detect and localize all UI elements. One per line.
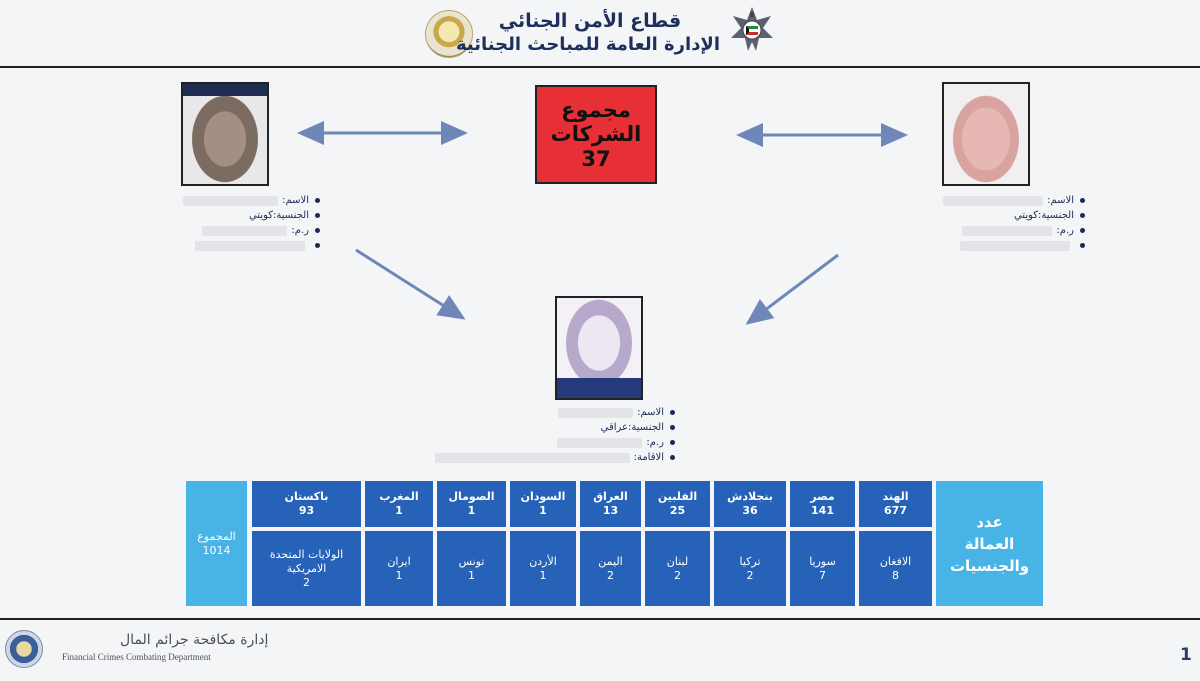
arrow-left-to-center	[355, 248, 466, 320]
center-nationality-value: عراقي	[600, 422, 629, 433]
header-title-sector: قطاع الأمن الجنائي	[498, 10, 682, 32]
person-right-info: الاسم: الجنسية:كويتي ر.م:	[915, 193, 1085, 253]
footer-department-ar: إدارة مكافحة جرائم المال	[120, 632, 269, 648]
department-logo	[5, 630, 43, 668]
page-number: 1	[1180, 645, 1192, 665]
footer-divider	[0, 618, 1200, 620]
footer-department-en: Financial Crimes Combating Department	[62, 652, 211, 662]
center-residence-label: الاقامة:	[633, 452, 664, 463]
left-id-label: ر.م:	[291, 225, 309, 236]
total-box-line2: الشركات	[550, 122, 642, 147]
total-box-line1: مجموع	[561, 98, 631, 123]
center-name-label: الاسم:	[637, 407, 664, 418]
person-left-info: الاسم: الجنسية:كويتي ر.م:	[150, 193, 320, 253]
center-nationality-label: الجنسية:	[628, 422, 664, 433]
person-center-photo	[555, 296, 643, 400]
total-box-count: 37	[581, 146, 611, 171]
right-name-label: الاسم:	[1047, 195, 1074, 206]
arrow-right-to-center	[745, 253, 839, 325]
person-right-photo	[942, 82, 1030, 186]
ministry-emblem-logo	[425, 10, 473, 58]
center-id-label: ر.م:	[646, 437, 664, 448]
header-divider	[0, 66, 1200, 68]
right-nationality-label: الجنسية:	[1038, 210, 1074, 221]
police-star-emblem	[731, 7, 773, 51]
left-name-label: الاسم:	[282, 195, 309, 206]
left-nationality-value: كويتي	[248, 210, 274, 221]
person-center-info: الاسم: الجنسية:عراقي ر.م: الاقامة:	[410, 405, 675, 465]
person-left-photo	[181, 82, 269, 186]
left-nationality-label: الجنسية:	[273, 210, 309, 221]
right-nationality-value: كويتي	[1013, 210, 1039, 221]
right-id-label: ر.م:	[1056, 225, 1074, 236]
header-title-department: الإدارة العامة للمباحث الجنائية	[455, 34, 720, 55]
companies-total-box: مجموع الشركات 37	[535, 85, 657, 184]
